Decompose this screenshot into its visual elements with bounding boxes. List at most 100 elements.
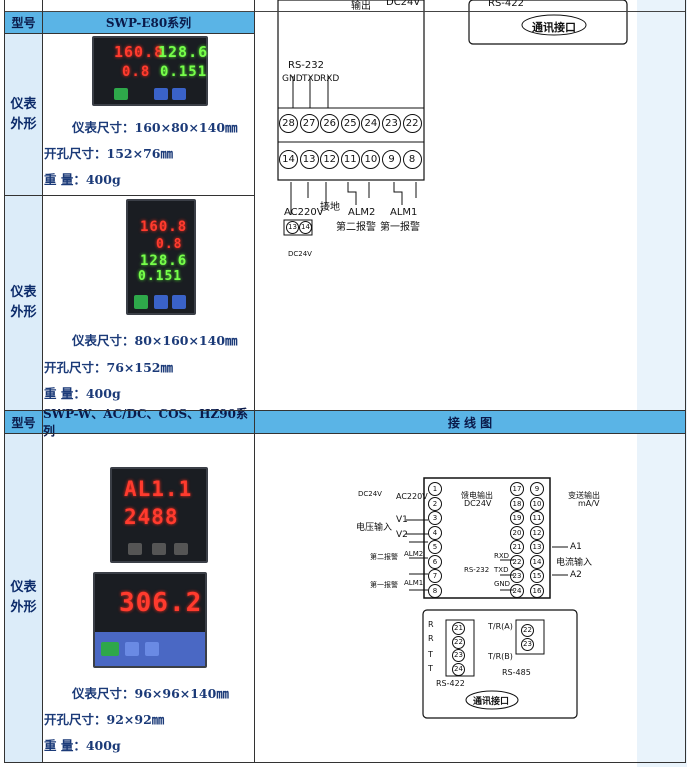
transmit-out-label: 变送输出 bbox=[568, 491, 600, 500]
terminal-3: 3 bbox=[428, 511, 442, 525]
tr-a-label: T/R(A) bbox=[488, 622, 513, 631]
meter-button-2 bbox=[152, 543, 166, 555]
terminal-11: 11 bbox=[340, 150, 360, 169]
meter-button-2 bbox=[154, 88, 168, 100]
terminal-23: 23 bbox=[382, 114, 401, 133]
terminal-13: 13 bbox=[299, 150, 319, 169]
terminal-18: 18 bbox=[510, 496, 524, 511]
grid-line bbox=[4, 410, 686, 411]
rxd-label: RXD bbox=[320, 74, 340, 84]
terminal-1: 1 bbox=[428, 482, 442, 496]
meter-display-3: 0.8 bbox=[122, 64, 151, 80]
terminal-12: 12 bbox=[320, 150, 340, 169]
terminal-17: 17 bbox=[510, 482, 524, 496]
terminal-24: 24 bbox=[361, 114, 381, 133]
terminal-8: 8 bbox=[428, 583, 442, 598]
grid-line bbox=[254, 0, 255, 763]
ac220v-label: AC220V bbox=[396, 492, 428, 501]
r-plus-label: R bbox=[428, 620, 434, 629]
appearance-label-2: 仪表 外形 bbox=[5, 196, 42, 410]
weight-spec-1: 重 量：400g bbox=[44, 172, 121, 187]
alarm1-label: 第一报警 bbox=[370, 581, 398, 589]
terminal-22: 22 bbox=[510, 554, 524, 569]
wiring-diagram-1: 输出 DC24V RS-422 通讯接口 RS-232 GND TXD RXD … bbox=[256, 0, 636, 270]
cutout-spec-1: 开孔尺寸：152×76㎜ bbox=[44, 146, 173, 161]
terminal-14: 14 bbox=[279, 150, 298, 169]
model-name-1: SWP-E80系列 bbox=[43, 12, 254, 33]
meter-button-1 bbox=[114, 88, 128, 100]
meter-button-1 bbox=[101, 642, 119, 656]
rs422-terminal-23: 23 bbox=[452, 649, 465, 662]
terminal-16: 16 bbox=[530, 583, 544, 598]
meter-button-3 bbox=[172, 88, 186, 100]
terminal-24: 24 bbox=[510, 583, 524, 598]
rs422-terminal-21: 21 bbox=[452, 622, 465, 635]
terminal-2: 2 bbox=[428, 496, 442, 511]
cutout-spec-3: 开孔尺寸：92×92㎜ bbox=[44, 712, 165, 727]
terminal-5: 5 bbox=[428, 540, 442, 554]
v2-label: V2 bbox=[396, 530, 408, 540]
terminal-19: 19 bbox=[510, 511, 524, 525]
terminal-23: 23 bbox=[510, 569, 524, 583]
terminal-20: 20 bbox=[510, 525, 524, 540]
size-spec-1: 仪表尺寸：160×80×140㎜ bbox=[72, 120, 238, 135]
gnd-label: GND bbox=[282, 74, 303, 84]
t-plus-label: T bbox=[428, 650, 433, 659]
appearance-label-1: 仪表 外形 bbox=[5, 34, 42, 195]
cutout-spec-2: 开孔尺寸：76×152㎜ bbox=[44, 360, 173, 375]
rs422-terminal-24: 24 bbox=[452, 662, 465, 676]
grid-line bbox=[4, 33, 255, 34]
meter-display-4: 0.151 bbox=[138, 269, 183, 284]
rs422-label: RS-422 bbox=[488, 0, 524, 9]
rs422-label: RS-422 bbox=[436, 679, 465, 688]
rs422-terminal-22: 22 bbox=[452, 635, 465, 649]
rs232-label: RS-232 bbox=[288, 60, 324, 71]
dc24v-small-label: DC24V bbox=[288, 250, 312, 258]
output-label: 输出 bbox=[351, 1, 371, 12]
ac220v-label: AC220V bbox=[284, 207, 324, 218]
grid-line bbox=[4, 195, 255, 196]
terminal-11: 11 bbox=[530, 511, 544, 525]
alm1-label: ALM1 bbox=[404, 579, 424, 587]
meter-button-3 bbox=[145, 642, 159, 656]
terminal-27: 27 bbox=[299, 114, 319, 133]
grid-line bbox=[42, 0, 43, 763]
model-label-2: 型号 bbox=[5, 411, 42, 433]
terminal-8: 8 bbox=[402, 150, 422, 169]
voltage-in-label: 电压输入 bbox=[356, 523, 393, 533]
current-in-label: 电流输入 bbox=[556, 558, 593, 568]
relay-out-label: 馈电输出 bbox=[461, 491, 493, 500]
meter-button-3 bbox=[172, 295, 186, 309]
rs485-terminal-22: 22 bbox=[521, 624, 534, 637]
terminal-26: 26 bbox=[320, 114, 340, 133]
weight-spec-2: 重 量：400g bbox=[44, 386, 121, 401]
meter-vertical: 160.8 0.8 128.6 0.151 bbox=[126, 199, 196, 315]
terminal-21: 21 bbox=[510, 540, 524, 554]
terminal-4: 4 bbox=[428, 525, 442, 540]
meter-button-1 bbox=[128, 543, 142, 555]
rs485-label: RS-485 bbox=[502, 668, 531, 677]
wiring-title: 接 线 图 bbox=[255, 411, 685, 433]
meter-display-1: 306.2 bbox=[119, 588, 203, 618]
meter-square-2: 306.2 bbox=[93, 572, 207, 668]
meter-square-1: AL1.1 2488 bbox=[110, 467, 208, 563]
terminal-10: 10 bbox=[530, 496, 544, 511]
terminal-28: 28 bbox=[279, 114, 298, 133]
meter-display-2: 2488 bbox=[124, 505, 179, 529]
wiring-diagram-1-lines bbox=[277, 0, 628, 236]
grid-line bbox=[4, 762, 686, 763]
alarm2-label: 第二报警 bbox=[370, 553, 398, 561]
rs232-label: RS-232 bbox=[464, 566, 490, 574]
tr-b-label: T/R(B) bbox=[488, 652, 513, 661]
comm-port-label: 通讯接口 bbox=[532, 21, 576, 34]
meter-display-pv: 160.8 bbox=[140, 219, 188, 235]
comm-port-label: 通讯接口 bbox=[473, 697, 510, 707]
size-spec-3: 仪表尺寸：96×96×140㎜ bbox=[72, 686, 229, 701]
meter-button-2 bbox=[154, 295, 168, 309]
meter-display-1: AL1.1 bbox=[124, 477, 193, 501]
a2-label: A2 bbox=[570, 570, 582, 580]
meter-display-sv: 128.6 bbox=[158, 43, 209, 61]
terminal-6: 6 bbox=[428, 554, 442, 569]
terminal-14: 14 bbox=[530, 554, 544, 569]
